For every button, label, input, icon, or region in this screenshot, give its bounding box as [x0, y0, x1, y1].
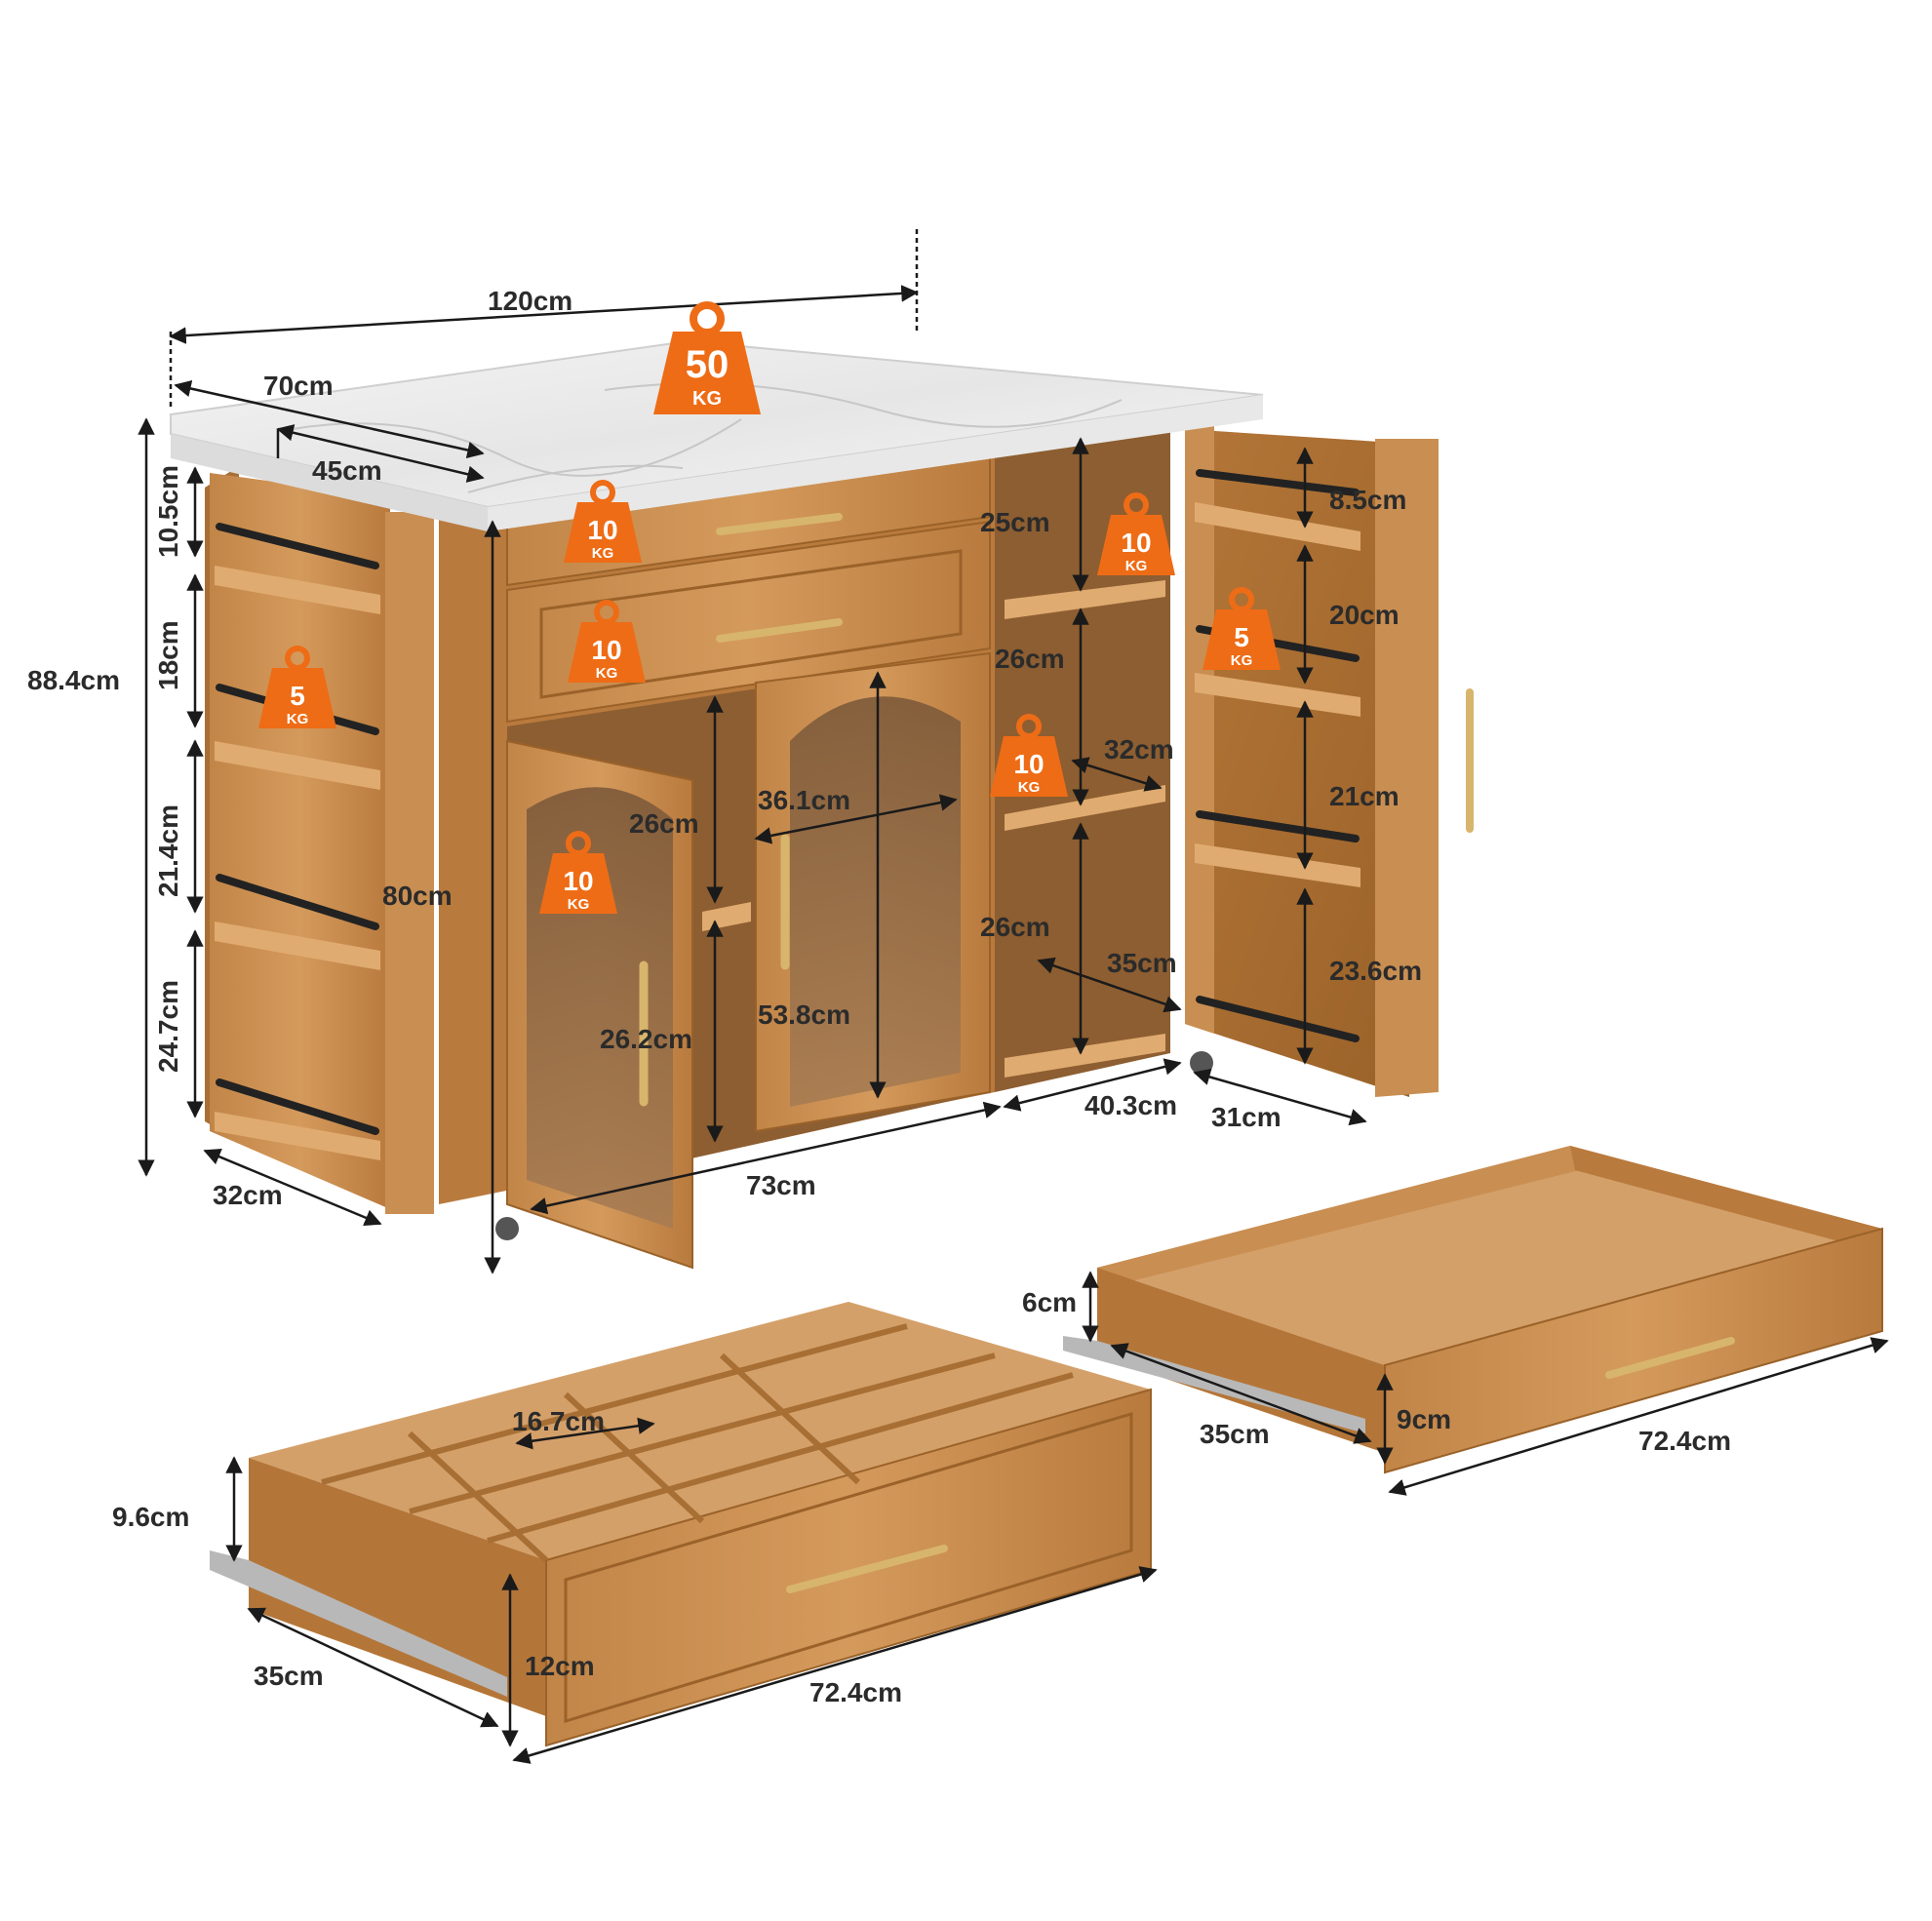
label-door-lower: 26.2cm	[600, 1024, 692, 1054]
svg-text:KG: KG	[592, 545, 614, 562]
label-front-width: 73cm	[746, 1170, 816, 1200]
label-open-shelf-2: 26cm	[995, 644, 1065, 674]
label-small-drawer-front: 9cm	[1397, 1404, 1451, 1434]
right-spice-door	[1185, 419, 1474, 1097]
svg-text:10: 10	[587, 515, 617, 545]
label-left-shelf-3: 21.4cm	[153, 804, 183, 897]
glass-door-right	[755, 651, 991, 1133]
label-open-depth-bottom: 35cm	[1107, 948, 1177, 978]
drawer-handle	[716, 513, 843, 535]
label-inner-depth: 45cm	[312, 455, 382, 486]
svg-text:KG: KG	[1125, 558, 1148, 574]
label-left-shelf-4: 24.7cm	[153, 980, 183, 1073]
svg-text:10: 10	[591, 635, 621, 665]
label-cab-inner-width: 36.1cm	[758, 785, 850, 815]
label-open-width: 40.3cm	[1084, 1090, 1177, 1120]
label-right-shelf-2: 20cm	[1329, 600, 1400, 630]
small-drawer	[1063, 1146, 1883, 1474]
svg-text:KG: KG	[568, 896, 590, 913]
weight-badge-drawer-second: 10 KG	[568, 600, 646, 683]
svg-text:KG: KG	[287, 711, 309, 727]
label-small-drawer-height: 6cm	[1022, 1287, 1077, 1317]
label-left-shelf-1: 10.5cm	[153, 465, 183, 558]
label-right-rack-depth: 31cm	[1211, 1102, 1281, 1132]
label-cabinet-height: 80cm	[382, 881, 453, 911]
weight-badge-open-shelf-mid: 10 KG	[990, 714, 1068, 797]
label-left-rack-depth: 32cm	[213, 1180, 283, 1210]
rail-bar	[1196, 469, 1360, 496]
weight-badge-door-shelf: 10 KG	[539, 831, 617, 914]
weight-badge-right-rack: 5 KG	[1203, 587, 1281, 670]
svg-text:10: 10	[563, 866, 593, 896]
label-right-shelf-3: 21cm	[1329, 781, 1400, 811]
svg-text:10: 10	[1121, 528, 1151, 558]
label-top-width: 120cm	[488, 286, 572, 316]
divided-drawer	[210, 1302, 1152, 1747]
label-drawer-divider: 16.7cm	[512, 1406, 605, 1436]
label-large-drawer-width: 72.4cm	[809, 1677, 902, 1707]
svg-text:50: 50	[686, 343, 729, 386]
label-open-shelf-3: 26cm	[980, 912, 1050, 942]
dimension-lines	[138, 229, 1889, 1764]
svg-text:KG: KG	[596, 665, 618, 682]
weight-badge-open-shelf-top: 10 KG	[1097, 492, 1175, 575]
label-top-depth: 70cm	[263, 371, 334, 401]
weight-badge-top: 50 KG	[653, 301, 761, 414]
weight-badge-drawer-top: 10 KG	[564, 480, 642, 563]
label-cab-inner-height: 53.8cm	[758, 1000, 850, 1030]
drawer-handle	[716, 618, 843, 643]
svg-text:5: 5	[1234, 622, 1249, 652]
label-open-shelf-1: 25cm	[980, 507, 1050, 537]
svg-text:KG: KG	[692, 388, 722, 410]
weight-badge-left-rack: 5 KG	[258, 646, 336, 728]
rail-bar	[1196, 996, 1360, 1042]
label-left-shelf-2: 18cm	[153, 620, 183, 690]
label-large-drawer-depth: 35cm	[254, 1661, 324, 1691]
svg-text:KG: KG	[1231, 652, 1253, 669]
rail-bar	[1196, 810, 1360, 843]
label-large-drawer-front: 12cm	[525, 1651, 595, 1681]
label-total-height: 88.4cm	[27, 665, 120, 695]
svg-text:5: 5	[290, 681, 305, 711]
drawer-dividers	[321, 1323, 1074, 1563]
rail-bar	[216, 874, 379, 930]
label-open-depth-top: 32cm	[1104, 734, 1174, 764]
rail-bar	[216, 1078, 379, 1135]
svg-text:10: 10	[1013, 749, 1044, 779]
label-small-drawer-width: 72.4cm	[1638, 1426, 1731, 1456]
load-badges: 50 KG 10 KG 10 KG 5 KG 10 KG	[258, 301, 1281, 914]
svg-text:KG: KG	[1018, 779, 1041, 796]
rail-bar	[216, 523, 379, 569]
label-large-drawer-inner: 9.6cm	[112, 1502, 189, 1532]
main-cabinet	[439, 429, 995, 1270]
caster-wheel	[1190, 1051, 1213, 1075]
left-spice-rack	[205, 466, 434, 1214]
label-right-shelf-1: 8.5cm	[1329, 485, 1406, 515]
dimension-labels: 120cm 70cm 45cm 88.4cm 10.5cm 18cm 21.4c…	[27, 286, 1731, 1707]
label-small-drawer-depth: 35cm	[1200, 1419, 1270, 1449]
caster-wheel	[495, 1217, 519, 1240]
label-door-upper: 26cm	[629, 808, 699, 839]
label-right-shelf-4: 23.6cm	[1329, 956, 1422, 986]
